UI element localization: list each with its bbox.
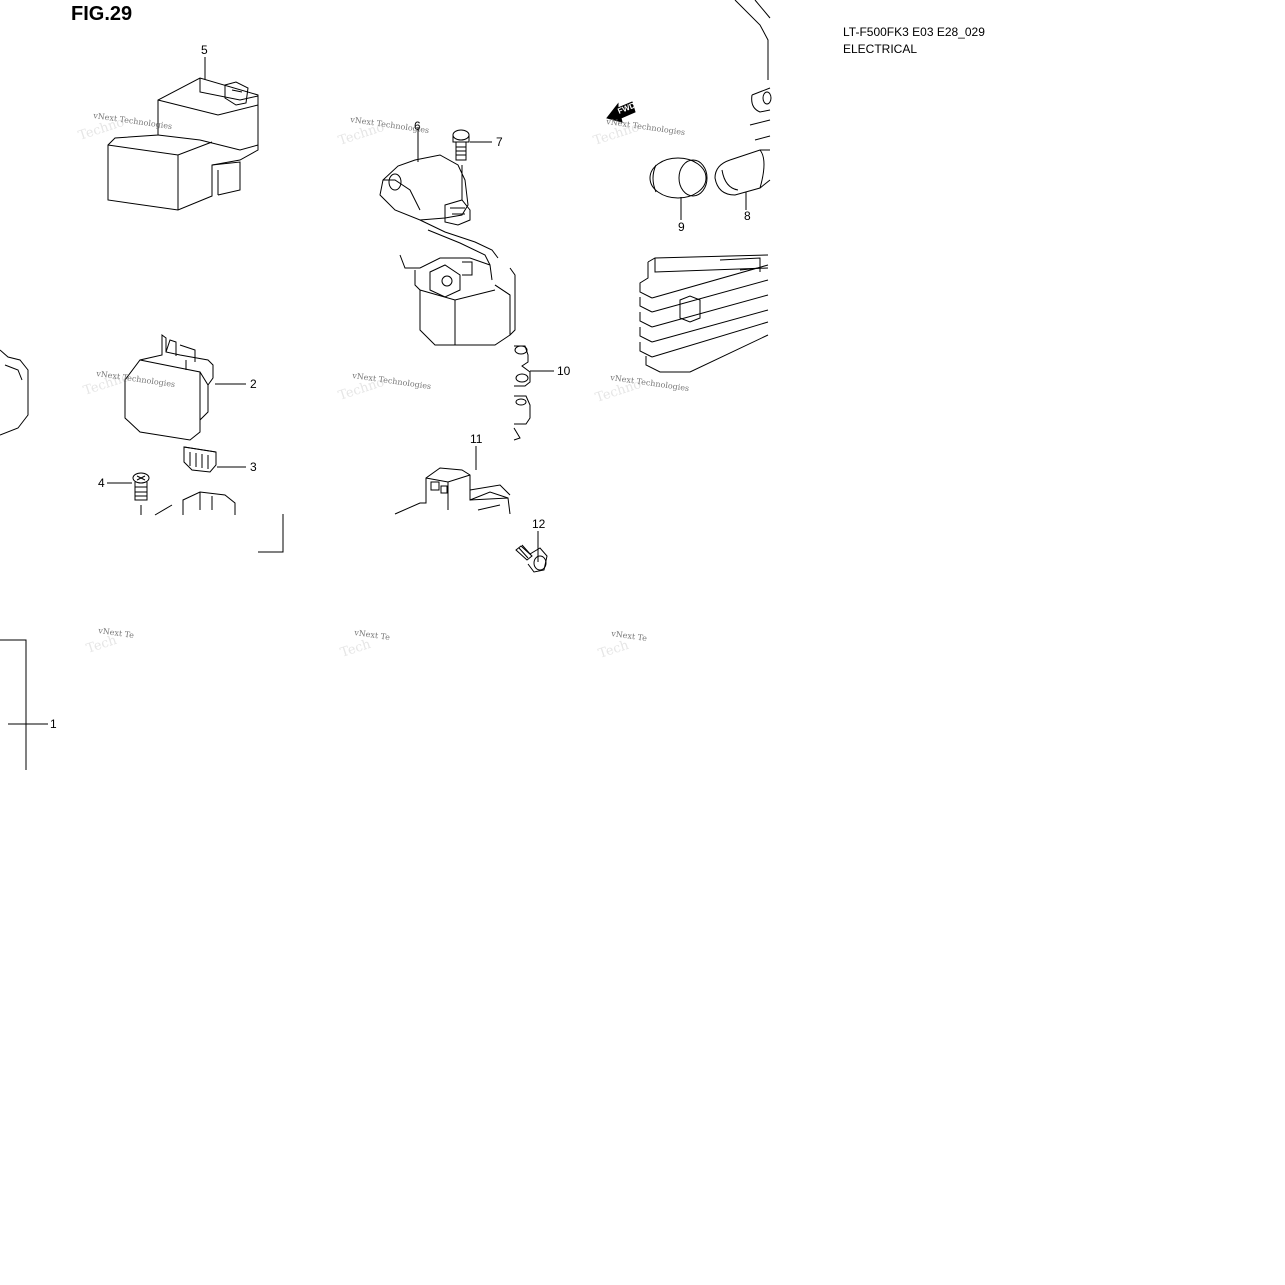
section-title: ELECTRICAL xyxy=(843,42,918,56)
callout-3: 3 xyxy=(250,460,257,474)
figure-number: FIG.29 xyxy=(71,3,133,25)
fwd-arrow-icon: FWD xyxy=(606,101,637,123)
regulator-rectifier-icon xyxy=(639,254,769,373)
callout-labels: 5 2 3 4 6 7 8 9 10 11 12 1 xyxy=(50,43,751,731)
callout-11: 11 xyxy=(470,432,483,446)
blade-fuse-icon xyxy=(183,446,217,473)
svg-text:Tech: Tech xyxy=(339,637,374,661)
callout-8: 8 xyxy=(744,209,751,223)
relay-cap-icon xyxy=(714,0,772,196)
callout-10: 10 xyxy=(557,364,571,378)
bolt-icon xyxy=(515,544,548,573)
callout-5: 5 xyxy=(201,43,208,57)
callout-7: 7 xyxy=(496,135,503,149)
regulator-connector-icon xyxy=(394,467,511,515)
callout-4: 4 xyxy=(98,476,105,490)
relay-box-icon xyxy=(107,77,259,211)
callout-6: 6 xyxy=(414,119,421,133)
bolt-icon xyxy=(452,129,470,161)
leader-lines xyxy=(0,57,747,770)
fuse-block-icon xyxy=(154,491,236,516)
bracket-assembly-icon xyxy=(0,349,284,553)
starter-relay-icon xyxy=(379,154,516,346)
svg-text:Tech: Tech xyxy=(597,638,632,662)
rubber-cushion-icon xyxy=(513,345,531,441)
screw-icon xyxy=(132,472,150,515)
callout-2: 2 xyxy=(250,377,257,391)
watermark-labels: vNext Technologies vNext Technologies vN… xyxy=(92,111,690,643)
callout-9: 9 xyxy=(678,220,685,234)
watermark-background: Techno Techno Techno Techno Techno Techn… xyxy=(77,115,644,662)
terminal-cap-icon xyxy=(649,157,708,199)
model-code: LT-F500FK3 E03 E28_029 xyxy=(843,25,985,39)
callout-1: 1 xyxy=(50,717,57,731)
fuse-box-cover-icon xyxy=(124,334,214,441)
callout-12: 12 xyxy=(532,517,546,531)
